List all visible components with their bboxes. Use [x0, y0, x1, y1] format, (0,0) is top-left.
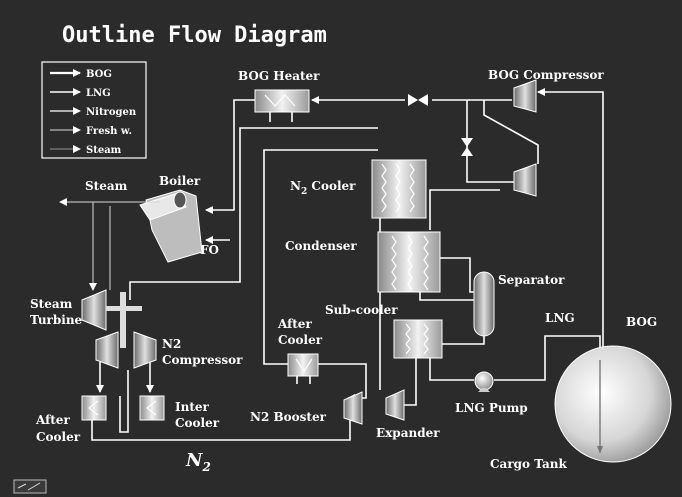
bog-line-heater-to-boiler: [205, 99, 256, 214]
legend-box: [41, 61, 147, 159]
n2-label: N2: [185, 450, 211, 474]
separator: [473, 271, 495, 337]
lng-label: LNG: [545, 311, 575, 325]
steam-turbine-label-2: Turbine: [30, 313, 83, 327]
legend-bog: BOG: [86, 69, 112, 80]
condenser-label: Condenser: [285, 239, 357, 253]
lng-pump: [474, 371, 494, 392]
steam-turbine: [81, 289, 142, 331]
after-cooler-left-label-1: After: [35, 413, 70, 427]
after-cooler-left-label-2: Cooler: [36, 430, 81, 444]
lng-line-to-separator: [440, 257, 474, 293]
separator-label: Separator: [498, 273, 565, 287]
legend: BOG LNG Nitrogen Fresh w. Steam: [41, 61, 147, 159]
expander-label: Expander: [376, 426, 440, 440]
n2-compressor-label-2: Compressor: [162, 353, 243, 367]
n2-line-cooler-return: [263, 149, 378, 168]
inter-cooler: [139, 395, 165, 421]
bog-tank-label: BOG: [626, 315, 657, 329]
lng-line-to-tank: [494, 335, 601, 381]
bog-heater-label: BOG Heater: [238, 69, 320, 83]
bog-line-second-stage: [466, 100, 514, 183]
n2-main-return: [91, 420, 351, 441]
bog-compressor: [513, 79, 537, 113]
lng-pump-label: LNG Pump: [455, 401, 528, 415]
boiler: [139, 189, 203, 263]
n2-booster-label: N2 Booster: [250, 410, 327, 424]
bog-compressor-stage2: [513, 163, 537, 197]
legend-lng: LNG: [86, 88, 111, 99]
n2-booster: [343, 391, 363, 425]
lng-line-to-subcooler: [442, 336, 485, 345]
after-cooler-top: [287, 353, 319, 384]
bog-valve: [408, 94, 428, 106]
steam-label: Steam: [85, 179, 128, 193]
bog-line-compressor-loop: [483, 100, 539, 164]
legend-steam: Steam: [86, 145, 122, 156]
n2-line-expander-out: [404, 350, 417, 406]
cargo-tank-label: Cargo Tank: [490, 457, 568, 471]
n2-compressor-label-1: N2: [162, 337, 181, 351]
after-cooler-left: [81, 395, 107, 421]
n2-line-to-aftercooler: [263, 168, 292, 365]
cargo-tank: [554, 345, 672, 463]
steam-turbine-label-1: Steam: [30, 297, 73, 311]
expander: [385, 389, 405, 421]
diagram-title: Outline Flow Diagram: [62, 23, 327, 48]
lng-line-to-pump: [429, 358, 474, 381]
fo-label: FO: [200, 243, 219, 257]
n2-line-to-cooler: [129, 127, 378, 300]
after-cooler-top-label-1: After: [277, 317, 312, 331]
n2-line-intercooler-loop: [119, 370, 129, 433]
bog-line-tank-to-compressor: [537, 88, 604, 372]
n2-cooler: [371, 159, 427, 219]
n2-cooler-label: N2 Cooler: [290, 179, 356, 197]
bog-line-to-condenser: [429, 189, 500, 230]
after-cooler-top-label-2: Cooler: [278, 333, 323, 347]
boiler-label: Boiler: [159, 174, 201, 188]
condenser: [377, 231, 441, 293]
n2-compressor: [95, 292, 157, 369]
bog-compressor-label: BOG Compressor: [488, 68, 604, 82]
legend-nitrogen: Nitrogen: [86, 107, 137, 118]
sub-cooler-label: Sub-cooler: [325, 303, 398, 317]
sub-cooler: [393, 319, 443, 359]
inter-cooler-label-1: Inter: [175, 400, 210, 414]
corner-badge-icon: [13, 479, 47, 494]
legend-fresh-water: Fresh w.: [86, 126, 132, 137]
bog-heater: [254, 89, 310, 122]
inter-cooler-label-2: Cooler: [175, 416, 220, 430]
separator-vapour-line: [419, 292, 474, 301]
